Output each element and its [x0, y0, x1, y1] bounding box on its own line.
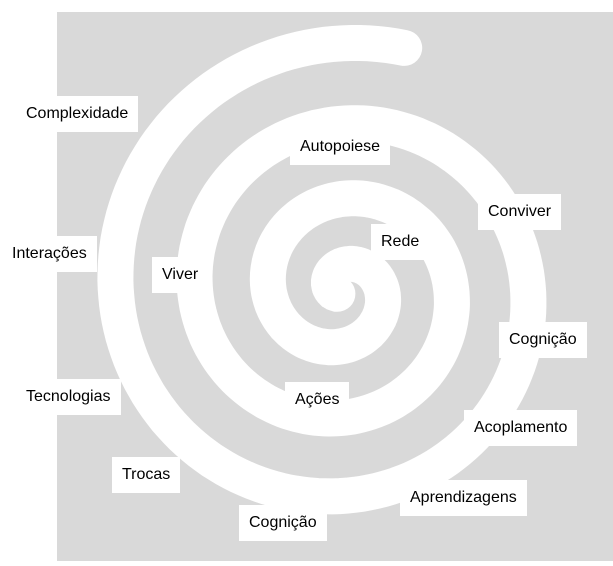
label-complexidade: Complexidade — [16, 96, 139, 132]
spiral-band — [97, 25, 547, 515]
label-conviver: Conviver — [478, 194, 562, 230]
label-rede: Rede — [371, 224, 430, 260]
label-acoplamento: Acoplamento — [464, 410, 578, 446]
label-viver: Viver — [152, 257, 209, 293]
label-cognicao-right: Cognição — [499, 322, 587, 358]
label-cognicao-bottom: Cognição — [239, 505, 327, 541]
label-aprendizagens: Aprendizagens — [400, 480, 527, 516]
label-acoes: Ações — [285, 382, 350, 418]
label-autopoiese: Autopoiese — [290, 129, 391, 165]
label-trocas: Trocas — [112, 457, 181, 493]
label-interacoes: Interações — [2, 236, 97, 272]
label-tecnologias: Tecnologias — [16, 379, 121, 415]
